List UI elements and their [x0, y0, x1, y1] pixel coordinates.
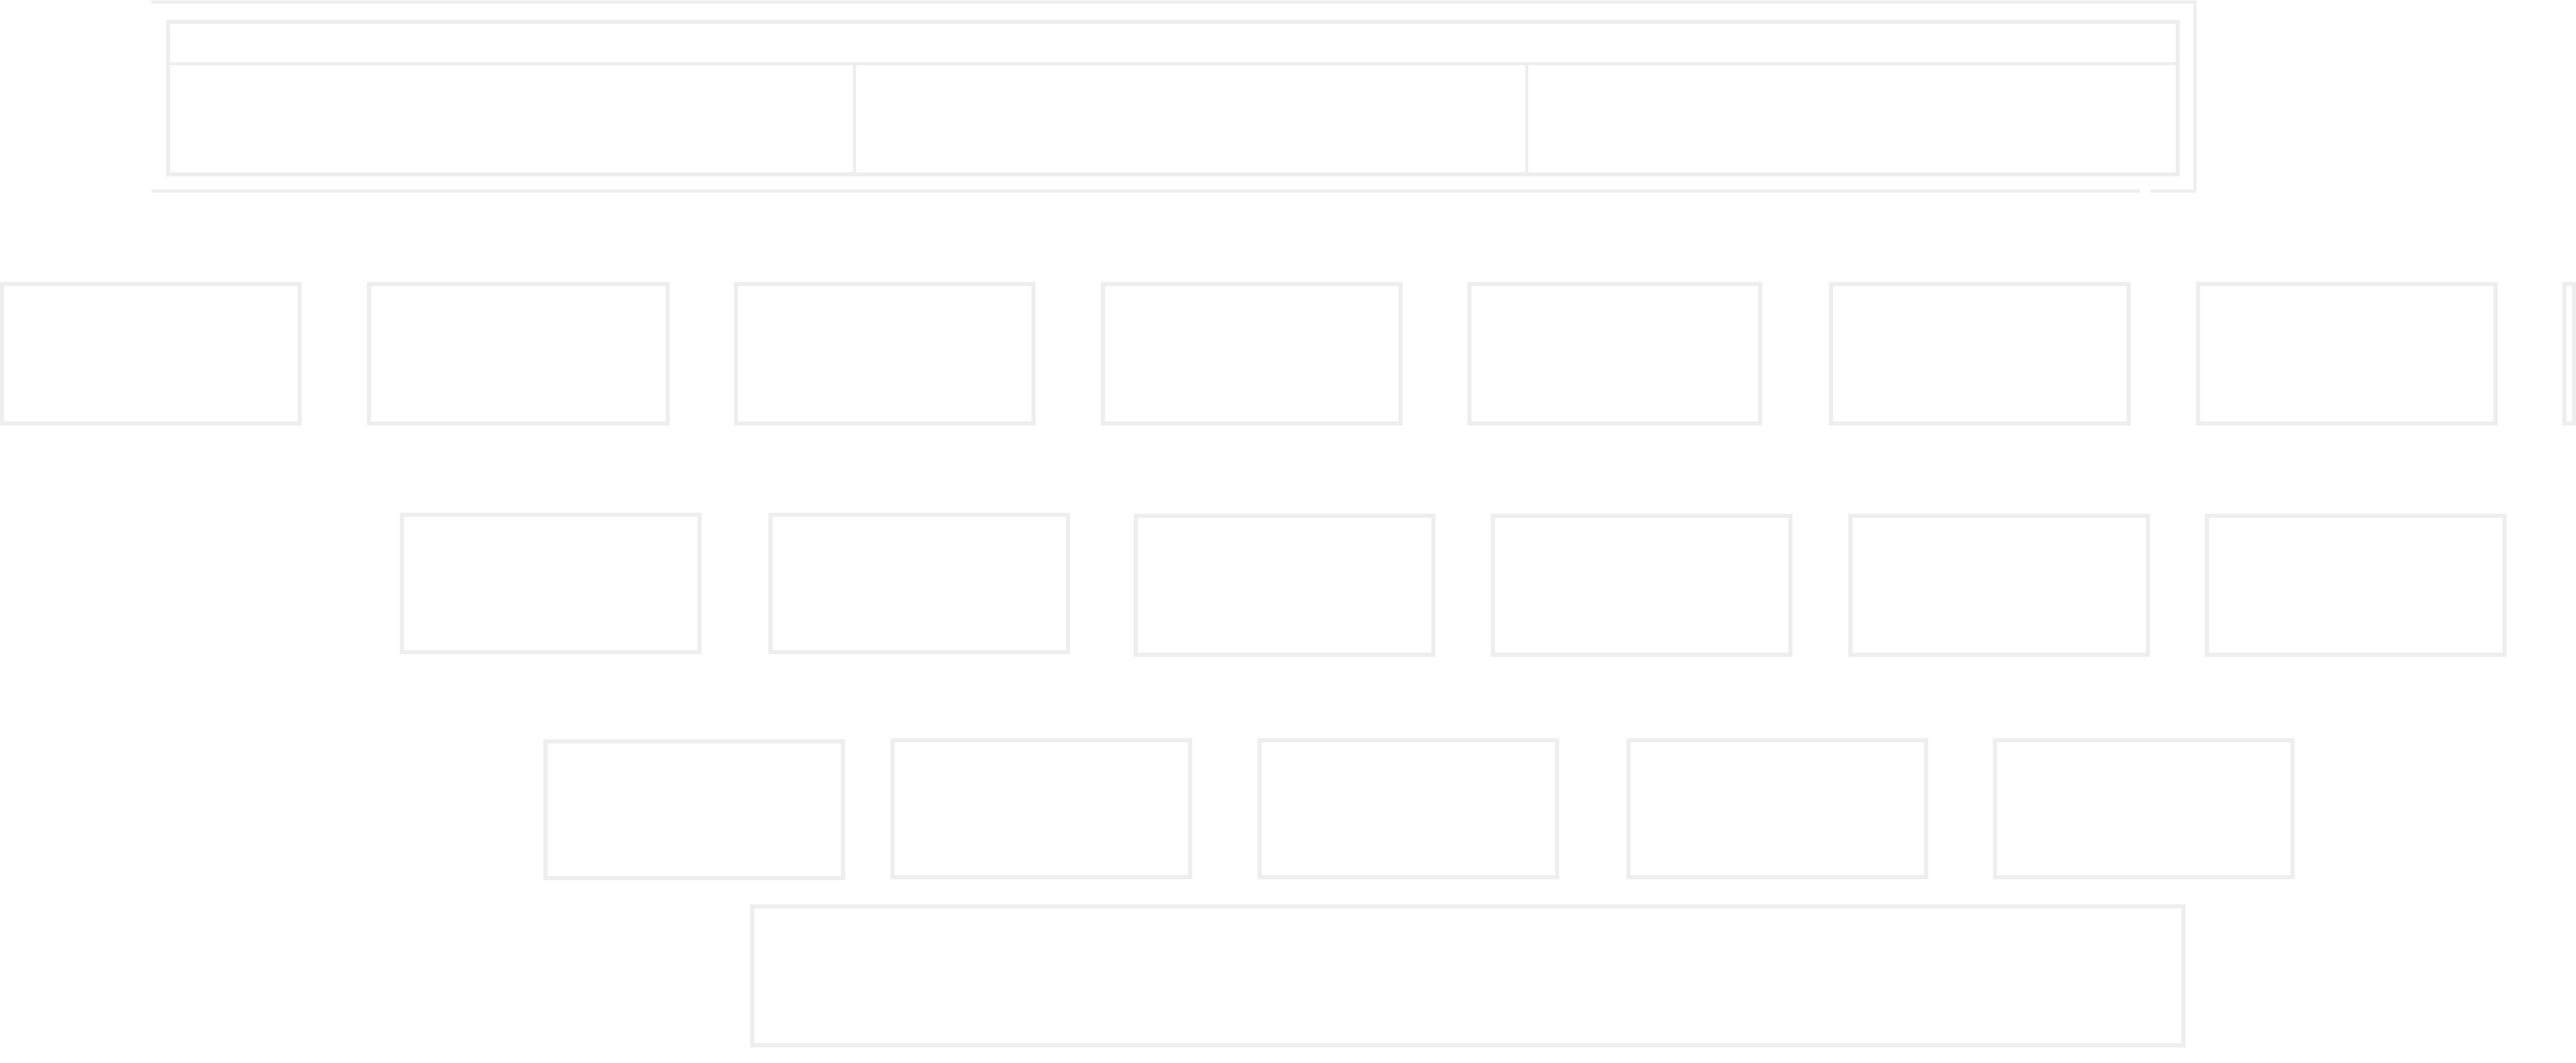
row-1-box-3: [734, 282, 1036, 426]
row-1-box-4: [1101, 282, 1403, 426]
row-3-box-5: [1993, 738, 2295, 879]
row-3: [543, 738, 2295, 880]
row-1: [0, 282, 2576, 426]
row-2: [400, 513, 2507, 657]
row-1-box-1: [0, 282, 302, 426]
row-1-box-7: [2196, 282, 2498, 426]
row-2-box-6: [2205, 514, 2507, 657]
row-2-box-4: [1491, 514, 1792, 657]
row-3-box-1: [543, 739, 845, 880]
row-4: [750, 904, 2186, 1047]
row-1-box-5: [1467, 282, 1762, 426]
row-3-box-4: [1627, 738, 1928, 879]
row-1-box-8: [2562, 282, 2576, 426]
row-2-box-2: [768, 513, 1070, 654]
row-1-box-6: [1829, 282, 2131, 426]
row-1-box-2: [367, 282, 670, 426]
header-inner-frame: [166, 20, 2180, 176]
row-3-box-3: [1257, 738, 1559, 879]
row-2-box-1: [400, 513, 702, 654]
row-4-box-1: [750, 904, 2186, 1047]
row-2-box-5: [1848, 514, 2150, 657]
row-3-box-2: [891, 738, 1192, 879]
row-2-box-3: [1134, 514, 1435, 657]
header-outer-frame: [151, 1, 2197, 193]
